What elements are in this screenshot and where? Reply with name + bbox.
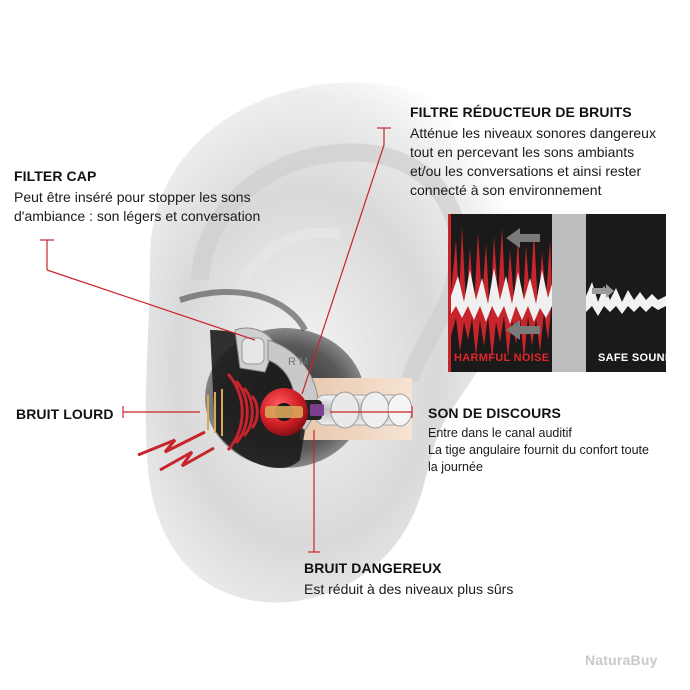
harmful-noise-label: HARMFUL NOISE xyxy=(454,352,550,364)
white-waveform xyxy=(451,268,552,324)
callout-filter: FILTRE RÉDUCTEUR DE BRUITS Atténue les n… xyxy=(410,104,685,200)
safe-sound-waveform xyxy=(586,282,666,316)
earplug-marking: R M xyxy=(288,356,308,368)
callout-lourd-title: BRUIT LOURD xyxy=(16,406,114,422)
callout-bruit-lourd: BRUIT LOURD xyxy=(16,406,126,426)
callout-son-de-discours: SON DE DISCOURS Entre dans le canal audi… xyxy=(428,405,690,476)
sound-ticks xyxy=(207,389,223,436)
filter-band xyxy=(552,214,586,372)
sound-waves xyxy=(226,372,259,452)
callout-dangereux-title: BRUIT DANGEREUX xyxy=(304,560,442,576)
earplug: R M xyxy=(210,327,413,469)
callout-cap-title: FILTER CAP xyxy=(14,168,97,184)
arrow-right-icon xyxy=(592,284,614,298)
callout-filter-line: connecté à son environnement xyxy=(410,182,602,198)
arrow-left-icon xyxy=(506,228,540,248)
callout-discours-line: Entre dans le canal auditif xyxy=(428,426,572,440)
noise-comparison-inset xyxy=(448,214,666,372)
callout-filter-cap: FILTER CAP Peut être inséré pour stopper… xyxy=(14,168,299,226)
callout-cap-line: d'ambiance : son légers et conversation xyxy=(14,208,261,224)
watermark: NaturaBuy xyxy=(585,652,658,668)
callout-filter-title: FILTRE RÉDUCTEUR DE BRUITS xyxy=(410,104,632,120)
lightning-icon xyxy=(137,430,215,472)
callout-filter-line: Atténue les niveaux sonores dangereux xyxy=(410,125,656,141)
leader-lines xyxy=(40,127,413,553)
callout-filter-line: tout en percevant les sons ambiants xyxy=(410,144,635,160)
callout-discours-line: la journée xyxy=(428,460,483,474)
safe-sound-label: SAFE SOUND xyxy=(598,352,674,364)
callout-cap-line: Peut être inséré pour stopper les sons xyxy=(14,189,251,205)
callout-bruit-dangereux: BRUIT DANGEREUX Est réduit à des niveaux… xyxy=(304,560,584,599)
callout-filter-line: et/ou les conversations et ainsi rester xyxy=(410,163,642,179)
arrow-left-icon xyxy=(506,320,540,340)
callout-discours-line: La tige angulaire fournit du confort tou… xyxy=(428,443,649,457)
callout-dangereux-line: Est réduit à des niveaux plus sûrs xyxy=(304,581,514,597)
callout-discours-title: SON DE DISCOURS xyxy=(428,405,561,421)
